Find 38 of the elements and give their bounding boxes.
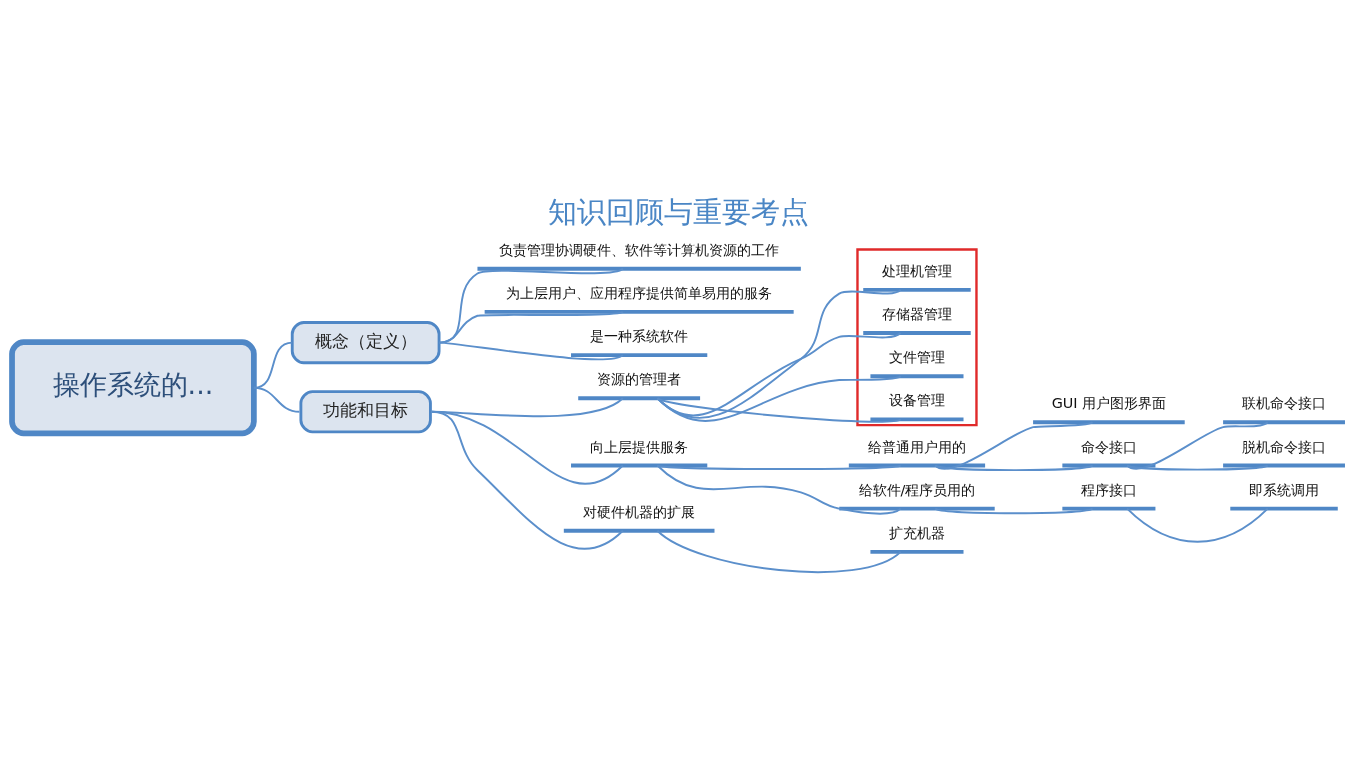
node-text: 命令接口	[1080, 438, 1137, 455]
node-text: 给软件/程序员用的	[858, 481, 976, 498]
cluster	[856, 247, 978, 426]
connector	[934, 464, 1094, 471]
node-text: 文件管理	[888, 348, 945, 365]
node-text: 脱机命令接口	[1242, 438, 1327, 455]
node-text: 向上层提供服务	[590, 438, 689, 455]
connector	[438, 341, 624, 360]
connector	[934, 507, 1094, 514]
node-text: 存储器管理	[881, 305, 952, 322]
connector	[438, 310, 624, 344]
node-text: 负责管理协调硬件、软件等计算机资源的工作	[499, 241, 780, 258]
connector	[1126, 464, 1269, 471]
node-text: 为上层用户、应用程序提供简单易用的服务	[506, 284, 773, 301]
connector	[430, 410, 624, 550]
node-text: 即系统调用	[1249, 481, 1320, 498]
connector	[438, 267, 624, 344]
connector	[934, 420, 1094, 470]
connector	[656, 464, 902, 515]
node-text: 设备管理	[888, 391, 945, 408]
connector	[656, 464, 902, 470]
connector	[656, 374, 902, 422]
node-text: 资源的管理者	[597, 370, 682, 387]
node-text: 扩充机器	[888, 524, 945, 541]
connector	[656, 529, 902, 573]
node-text: 是一种系统软件	[590, 327, 689, 344]
connector	[1126, 420, 1269, 470]
node-text: 处理机管理	[881, 262, 952, 279]
node-box: 概念（定义）	[290, 320, 441, 364]
diagram-title: 知识回顾与重要考点	[548, 194, 809, 229]
node-text: 程序接口	[1080, 481, 1137, 498]
node-text: 对硬件机器的扩展	[583, 503, 696, 520]
node-box: 操作系统的...	[9, 338, 257, 436]
node-text: 联机命令接口	[1242, 394, 1327, 411]
node-text: 给普通用户用的	[867, 438, 966, 455]
connector	[1126, 507, 1269, 543]
node-box: 功能和目标	[299, 389, 432, 433]
node-text: GUI 用户图形界面	[1051, 394, 1167, 411]
